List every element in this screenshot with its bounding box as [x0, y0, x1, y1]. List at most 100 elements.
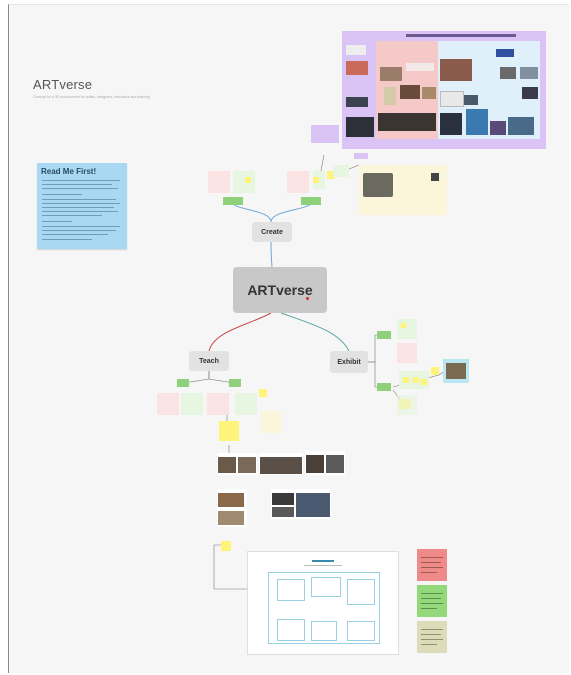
image-thumbnail[interactable]: [400, 85, 420, 99]
beige-note[interactable]: [417, 621, 447, 653]
green-sticky-note[interactable]: [313, 171, 325, 189]
image-thumbnail[interactable]: [272, 507, 294, 517]
readme-text-line: [42, 180, 120, 181]
image-thumbnail[interactable]: [346, 117, 374, 137]
image-thumbnail[interactable]: [446, 363, 466, 379]
image-thumbnail[interactable]: [490, 121, 506, 135]
readme-text-line: [42, 207, 114, 208]
teach-node[interactable]: Teach: [189, 351, 229, 371]
green-label-node[interactable]: [377, 383, 391, 391]
image-card[interactable]: [217, 453, 257, 475]
yellow-note-card[interactable]: [359, 165, 447, 215]
green-label-node[interactable]: [377, 331, 391, 339]
image-thumbnail[interactable]: [500, 67, 516, 79]
diagram-document[interactable]: [247, 551, 399, 655]
green-label-node[interactable]: [223, 197, 243, 205]
green-sticky-note[interactable]: [233, 171, 255, 193]
image-thumbnail[interactable]: [346, 97, 368, 107]
create-node[interactable]: Create: [252, 222, 292, 242]
image-thumbnail[interactable]: [218, 457, 236, 473]
image-thumbnail[interactable]: [520, 67, 538, 79]
image-thumbnail[interactable]: [346, 45, 366, 55]
readme-text-line: [42, 184, 112, 185]
image-thumbnail[interactable]: [346, 61, 368, 75]
yellow-sticky-note[interactable]: [413, 377, 419, 383]
pink-sticky-note[interactable]: [207, 393, 229, 415]
diagram-box[interactable]: [347, 579, 375, 605]
pink-sticky-note[interactable]: [157, 393, 179, 415]
yellow-sticky-note[interactable]: [313, 177, 319, 183]
image-card[interactable]: [271, 489, 331, 519]
pink-sticky-note[interactable]: [287, 171, 309, 193]
image-thumbnail[interactable]: [380, 67, 402, 81]
yellow-sticky-note[interactable]: [219, 421, 239, 441]
readme-text-line: [42, 239, 92, 240]
yellow-sticky-note[interactable]: [221, 541, 231, 551]
image-thumbnail[interactable]: [378, 113, 436, 131]
diagram-box[interactable]: [277, 603, 301, 617]
purple-card[interactable]: [311, 125, 339, 143]
yellow-sticky-note[interactable]: [421, 379, 427, 385]
image-thumbnail[interactable]: [238, 457, 256, 473]
green-sticky-note[interactable]: [333, 165, 349, 177]
green-sticky-note[interactable]: [181, 393, 203, 415]
central-node[interactable]: ARTverse: [233, 267, 327, 313]
blue-section[interactable]: [438, 41, 540, 139]
yellow-sticky-note[interactable]: [259, 389, 267, 397]
green-sticky-note[interactable]: [397, 319, 417, 339]
image-thumbnail[interactable]: [326, 455, 344, 473]
image-card[interactable]: [259, 453, 303, 475]
yellow-sticky-note[interactable]: [403, 377, 409, 383]
yellow-sticky-note[interactable]: [431, 367, 439, 375]
pink-sticky-note[interactable]: [397, 343, 417, 363]
pink-sticky-note[interactable]: [208, 171, 230, 193]
image-thumbnail[interactable]: [431, 173, 439, 181]
green-label-node[interactable]: [301, 197, 321, 205]
image-thumbnail[interactable]: [440, 113, 462, 135]
image-thumbnail[interactable]: [466, 109, 488, 135]
green-label-node[interactable]: [177, 379, 189, 387]
diagram-box[interactable]: [277, 579, 305, 601]
image-thumbnail[interactable]: [218, 493, 244, 507]
red-note[interactable]: [417, 549, 447, 581]
image-card[interactable]: [305, 451, 345, 475]
image-thumbnail[interactable]: [406, 63, 434, 71]
image-thumbnail[interactable]: [440, 59, 472, 81]
inspiration-frame-title: [406, 34, 516, 37]
green-note[interactable]: [417, 585, 447, 617]
green-label-node[interactable]: [229, 379, 241, 387]
whiteboard-canvas[interactable]: ARTverse Concept for a 3D environment fo…: [8, 4, 569, 673]
readme-card[interactable]: Read Me First!: [37, 163, 127, 249]
image-card[interactable]: [217, 489, 247, 527]
image-thumbnail[interactable]: [260, 457, 302, 474]
diagram-box[interactable]: [347, 621, 375, 641]
yellow-note-card[interactable]: [261, 411, 281, 433]
yellow-sticky-note[interactable]: [245, 177, 251, 183]
inspiration-frame[interactable]: [342, 31, 546, 149]
image-thumbnail[interactable]: [363, 173, 393, 197]
diagram-box[interactable]: [277, 619, 305, 641]
green-sticky-note[interactable]: [397, 395, 417, 415]
image-thumbnail[interactable]: [306, 455, 324, 473]
diagram-box[interactable]: [311, 621, 337, 641]
image-thumbnail[interactable]: [296, 493, 330, 517]
yellow-sticky-note[interactable]: [327, 171, 335, 179]
purple-tag[interactable]: [354, 153, 368, 159]
pink-section[interactable]: [376, 41, 438, 139]
image-thumbnail[interactable]: [522, 87, 538, 99]
exhibit-node[interactable]: Exhibit: [330, 351, 368, 373]
image-thumbnail[interactable]: [422, 87, 436, 99]
image-thumbnail[interactable]: [496, 49, 514, 57]
diagram-box[interactable]: [311, 577, 341, 597]
image-thumbnail[interactable]: [272, 493, 294, 505]
image-card[interactable]: [443, 359, 469, 383]
image-thumbnail[interactable]: [384, 87, 396, 105]
image-thumbnail[interactable]: [508, 117, 534, 135]
image-thumbnail[interactable]: [464, 95, 478, 105]
yellow-sticky-note[interactable]: [401, 323, 406, 328]
board-subtitle: Concept for a 3D environment for artists…: [33, 95, 150, 99]
image-thumbnail[interactable]: [218, 511, 244, 525]
image-thumbnail[interactable]: [440, 91, 464, 107]
readme-text-line: [42, 199, 116, 200]
green-sticky-note[interactable]: [235, 393, 257, 415]
